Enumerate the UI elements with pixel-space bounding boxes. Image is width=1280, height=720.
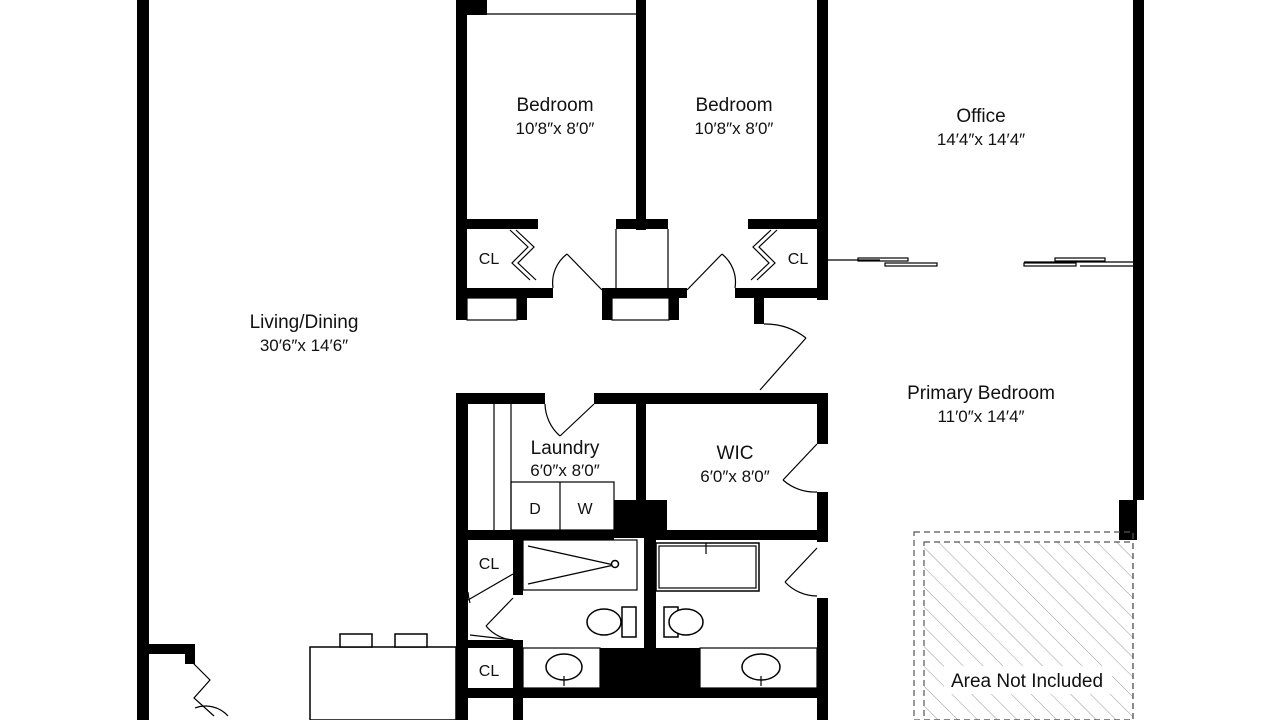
room-name-wic: WIC [717,443,754,464]
room-dims-wic: 6′0″x 8′0″ [700,467,769,486]
excluded-area-label: Area Not Included [951,671,1103,692]
room-name-bedroom-b: Bedroom [695,95,772,116]
washer-label: W [577,501,593,518]
room-dims-living: 30′6″x 14′6″ [260,336,348,355]
excluded-area [913,531,1134,720]
room-dims-primary: 11′0″x 14′4″ [937,407,1024,426]
room-name-bedroom-a: Bedroom [516,95,593,116]
room-dims-office: 14′4″x 14′4″ [937,130,1025,149]
closet-label-b: CL [788,251,809,268]
room-name-office: Office [956,106,1005,127]
room-dims-laundry: 6′0″x 8′0″ [530,461,599,480]
room-name-laundry: Laundry [531,438,600,459]
room-name-primary: Primary Bedroom [907,383,1055,404]
closet-label-a: CL [479,251,500,268]
room-dims-bedroom-b: 10′8″x 8′0″ [695,119,774,138]
room-labels: Bedroom 10′8″x 8′0″ Bedroom 10′8″x 8′0″ … [250,95,1103,692]
closet-label-c: CL [479,556,500,573]
room-dims-bedroom-a: 10′8″x 8′0″ [516,119,595,138]
dryer-label: D [529,501,541,518]
room-name-living: Living/Dining [250,312,359,333]
closet-label-d: CL [479,663,500,680]
fixtures [191,13,1133,720]
walls [137,0,1144,720]
